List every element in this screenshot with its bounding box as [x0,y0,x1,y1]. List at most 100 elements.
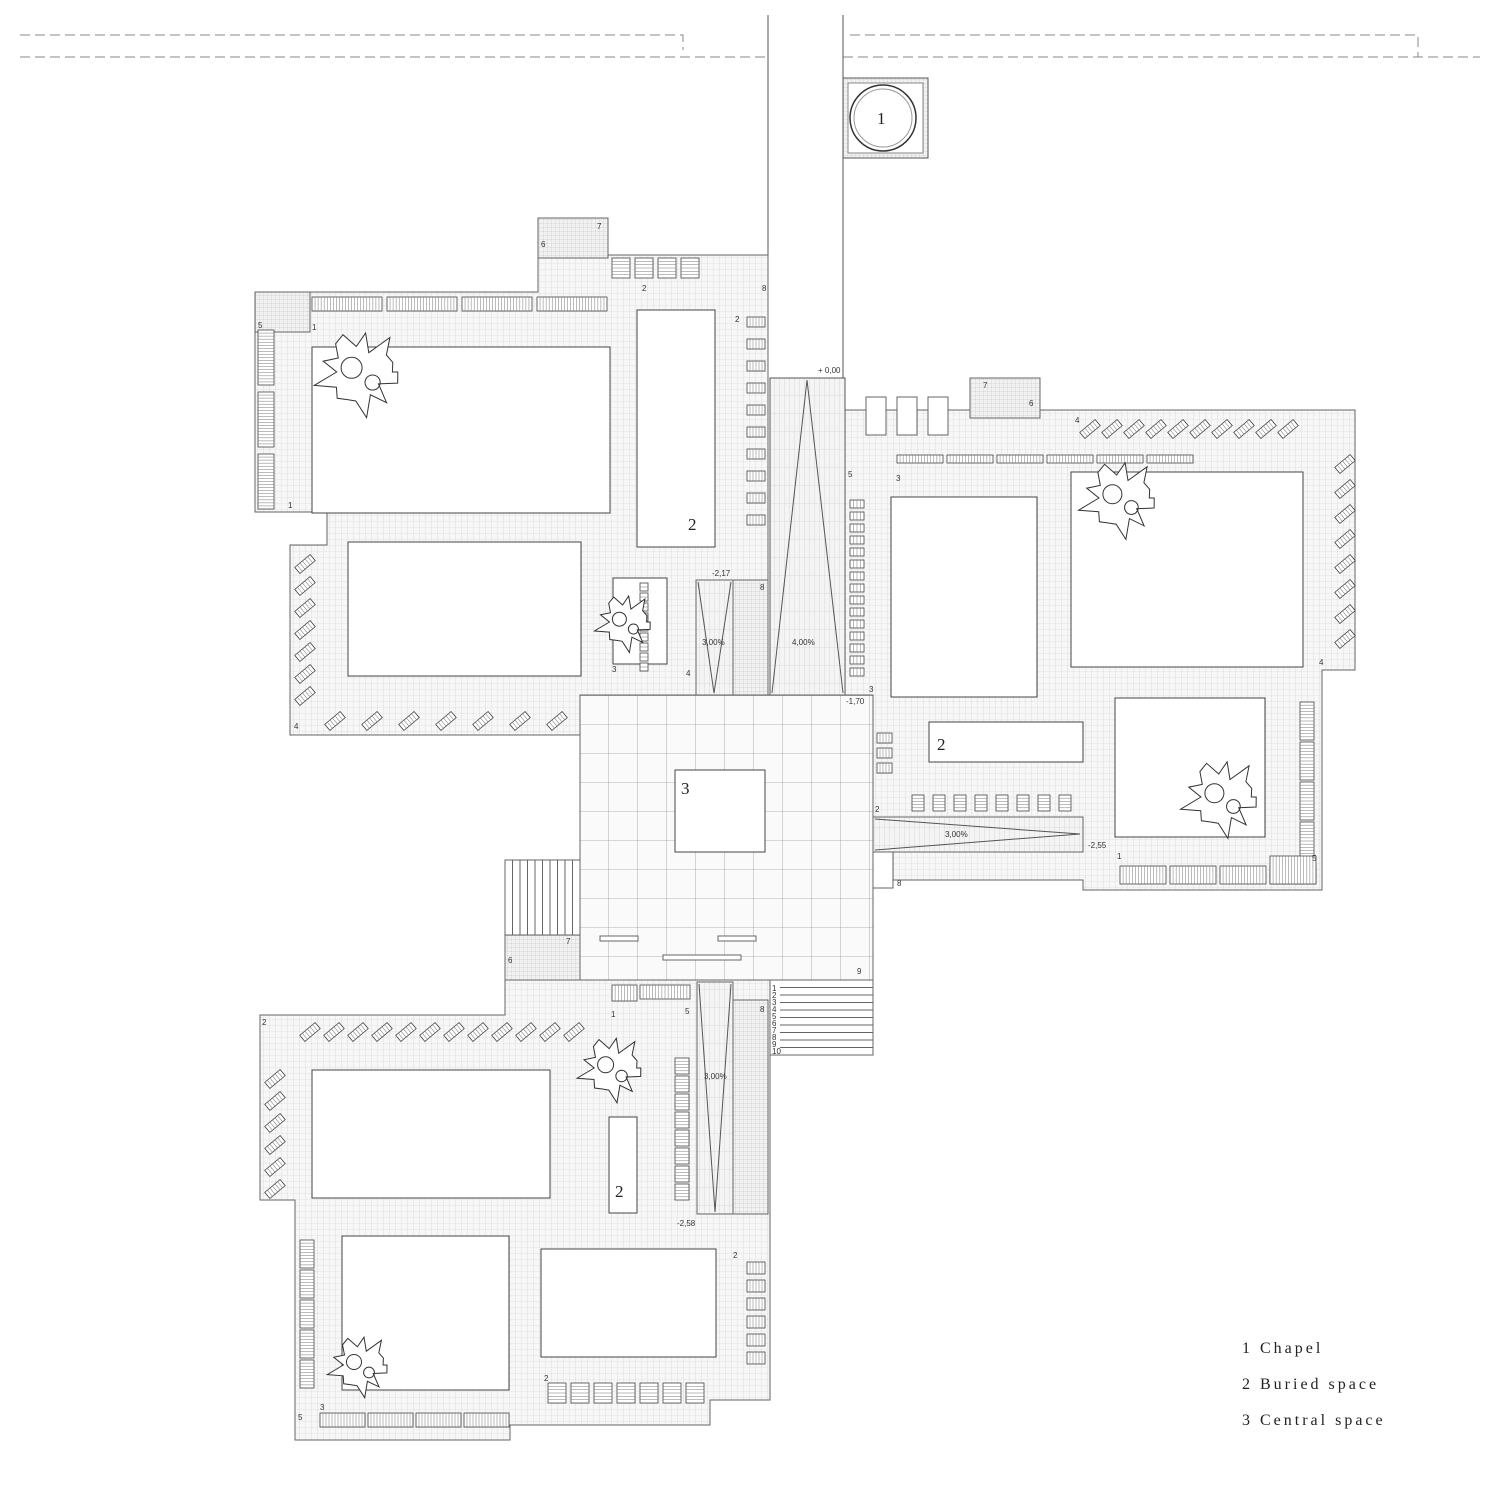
burial-niche [467,1021,489,1043]
burial-niche [347,1021,369,1043]
burial-niche [299,1269,315,1299]
slope-south: 3,00% [704,1072,727,1081]
south-courtyard-c [540,1248,717,1358]
burial-niche [639,652,649,662]
burial-niche [746,1333,766,1347]
burial-niche [323,1021,345,1043]
burial-niche [849,595,865,605]
burial-niche [491,1021,513,1043]
svg-text:5: 5 [1312,854,1317,863]
east-courtyard-a [890,496,1038,698]
burial-niche [294,553,316,575]
burial-niche [264,1112,286,1134]
burial-niche [1233,418,1255,440]
svg-text:2: 2 [733,1251,738,1260]
burial-niche [746,1351,766,1365]
central-ramp [769,377,846,696]
burial-niche [639,1382,659,1404]
svg-text:6: 6 [508,956,513,965]
burial-niche [299,1359,315,1389]
svg-text:6: 6 [1029,399,1034,408]
burial-niche [1169,865,1217,885]
burial-niche [1219,865,1267,885]
south-block [259,979,771,1441]
burial-niche [1334,628,1356,650]
level-south: -2,58 [677,1219,696,1228]
burial-niche [1167,418,1189,440]
burial-niche [995,794,1009,812]
burial-niche [674,1183,690,1201]
svg-text:5: 5 [298,1413,303,1422]
central-space [579,694,874,981]
svg-text:1: 1 [611,1010,616,1019]
burial-niche [419,1021,441,1043]
stair-step-number: 2 [772,991,777,1000]
slope-central: 4,00% [792,638,815,647]
stair-step-number: 8 [772,1033,777,1042]
stair-step-number: 10 [772,1047,781,1056]
stair-step-number: 7 [772,1026,777,1035]
burial-niche [746,470,766,482]
burial-niche [746,316,766,328]
burial-niche [746,492,766,504]
burial-niche [1334,528,1356,550]
burial-niche [294,663,316,685]
south-ramp [696,981,734,1215]
burial-niche [932,794,946,812]
svg-text:7: 7 [566,937,571,946]
svg-text:1: 1 [312,323,317,332]
burial-niche [294,597,316,619]
site-boundary [20,34,1480,58]
burial-niche [257,329,275,386]
burial-niche [1334,578,1356,600]
burial-niche [547,1382,567,1404]
level-nw: -2,17 [712,569,731,578]
legend-item-chapel: 1 Chapel [1242,1340,1324,1357]
access-road [767,15,844,378]
svg-text:8: 8 [760,583,765,592]
tree-icon [575,1036,642,1105]
burial-niche [294,575,316,597]
room-numbers: 6 7 2 8 5 1 1 2 4 3 4 8 7 6 5 3 3 4 4 2 … [258,222,1324,1422]
tree-icon [312,331,399,420]
burial-niche [849,571,865,581]
burial-niche [1211,418,1233,440]
nw-ramp [695,579,734,696]
burial-niche [674,1093,690,1111]
burial-niche [996,454,1044,464]
burial-niche [876,762,893,774]
burial-niche [264,1090,286,1112]
burial-niche [974,794,988,812]
burial-niche [294,619,316,641]
south-courtyard-a [311,1069,551,1199]
tree-icon [592,594,651,654]
tree-icon [1076,461,1155,541]
burial-niche [563,1021,585,1043]
burial-niche [849,619,865,629]
stair-step-number: 9 [772,1040,777,1049]
burial-niche [946,454,994,464]
burial-niche [896,454,944,464]
burial-niche [849,523,865,533]
burial-niche [319,1412,366,1428]
burial-niche [386,296,458,312]
burial-niche [611,257,631,279]
burial-niche [849,607,865,617]
burial-niche [264,1178,286,1200]
stair-step-number: 3 [772,998,777,1007]
burial-niche [1255,418,1277,440]
burial-niche [1079,418,1101,440]
burial-niche [674,1075,690,1093]
svg-text:3: 3 [612,665,617,674]
burial-niche [1119,865,1167,885]
burial-niche [1277,418,1299,440]
burial-niche [1334,603,1356,625]
burial-niche [746,448,766,460]
svg-text:1: 1 [288,501,293,510]
burial-niche [435,710,457,732]
burial-niche [849,559,865,569]
svg-text:3: 3 [320,1403,325,1412]
burial-niche [1096,454,1144,464]
svg-text:3: 3 [896,474,901,483]
